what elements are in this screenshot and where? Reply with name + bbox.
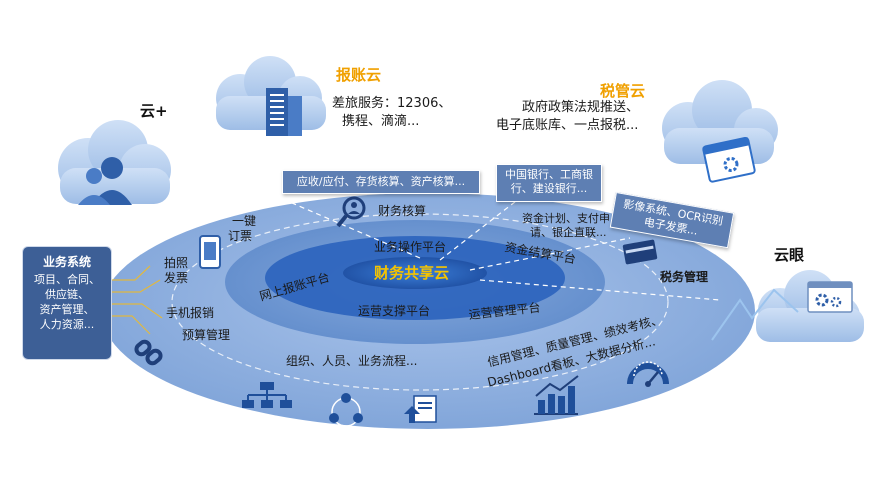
baozhang-line-2: 携程、滴滴... [342, 114, 420, 129]
label-yun-plus: 云+ [140, 102, 168, 120]
label-zzry: 组织、人员、业务流程... [286, 354, 418, 368]
gear-window-icon [702, 136, 756, 183]
label-paizhao-fapiao: 拍照 发票 [164, 256, 188, 286]
people-network-icon [329, 393, 363, 427]
zijin-plan-line-2: 请、银企直联... [530, 226, 607, 239]
business-systems-title: 业务系统 [42, 255, 91, 269]
chain-link-icon [134, 339, 163, 366]
circuit-lines [112, 265, 163, 335]
yijian-line-1: 一键 [232, 214, 257, 228]
business-systems-line-1: 项目、合同、 [34, 273, 100, 286]
business-systems-box: 业务系统 项目、合同、 供应链、 资产管理、 人力资源... [22, 246, 112, 360]
tag-banks: 中国银行、工商银 行、建设银行... [496, 164, 602, 202]
zijin-plan-line-1: 资金计划、支付申 [522, 212, 610, 225]
business-systems-line-2: 供应链、 [45, 288, 89, 301]
label-shuiwu: 税务管理 [660, 270, 709, 284]
cloud-top-right [662, 80, 778, 164]
tag-banks-line-1: 中国银行、工商银 [505, 168, 593, 181]
card-icon [622, 239, 658, 265]
gauge-icon [627, 361, 669, 387]
shuiguan-line-1: 政府政策法规推送、 [522, 100, 640, 115]
document-upload-icon [404, 395, 437, 423]
business-systems-line-3: 资产管理、 [39, 303, 95, 316]
label-cw-hesuan: 财务核算 [378, 204, 427, 218]
label-ysgl: 预算管理 [182, 328, 231, 342]
shuiguan-line-2: 电子底账库、一点报税... [496, 118, 639, 133]
business-systems-line-4: 人力资源... [39, 318, 95, 331]
tag-banks-line-2: 行、建设银行... [510, 182, 588, 195]
label-yunyan: 云眼 [774, 246, 805, 264]
tag-accounting-items-text: 应收/应付、存货核算、资产核算... [296, 175, 466, 188]
baozhang-line-1: 差旅服务：12306、 [332, 96, 452, 111]
bar-chart-icon [534, 375, 579, 415]
label-yyzc-platform: 运营支撑平台 [358, 304, 431, 318]
ring-divider [171, 213, 669, 391]
server-icon [266, 88, 302, 136]
label-core: 财务共享云 [374, 264, 450, 282]
label-yijian-dingpiao: 一键 订票 [228, 214, 257, 244]
title-shuiguan-cloud: 税管云 [600, 82, 646, 100]
paizhao-line-1: 拍照 [164, 256, 189, 270]
org-chart-icon [242, 382, 292, 408]
core-ellipse [343, 257, 487, 289]
person-cloud-icon [78, 157, 132, 205]
trend-line [711, 288, 799, 341]
label-ywcz-platform: 业务操作平台 [374, 240, 447, 254]
connector-lines [284, 197, 721, 301]
title-baozhang-cloud: 报账云 [336, 66, 382, 84]
cloud-gear-icon [807, 281, 853, 313]
label-sjbx: 手机报销 [166, 306, 215, 320]
mobile-ticket-icon [199, 235, 221, 269]
yijian-line-2: 订票 [228, 229, 253, 243]
magnifier-person-icon [336, 196, 366, 228]
label-zijin-plan: 资金计划、支付申 请、银企直联... [522, 212, 610, 240]
tag-accounting-items: 应收/应付、存货核算、资产核算... [282, 170, 480, 194]
paizhao-line-2: 发票 [164, 271, 189, 285]
